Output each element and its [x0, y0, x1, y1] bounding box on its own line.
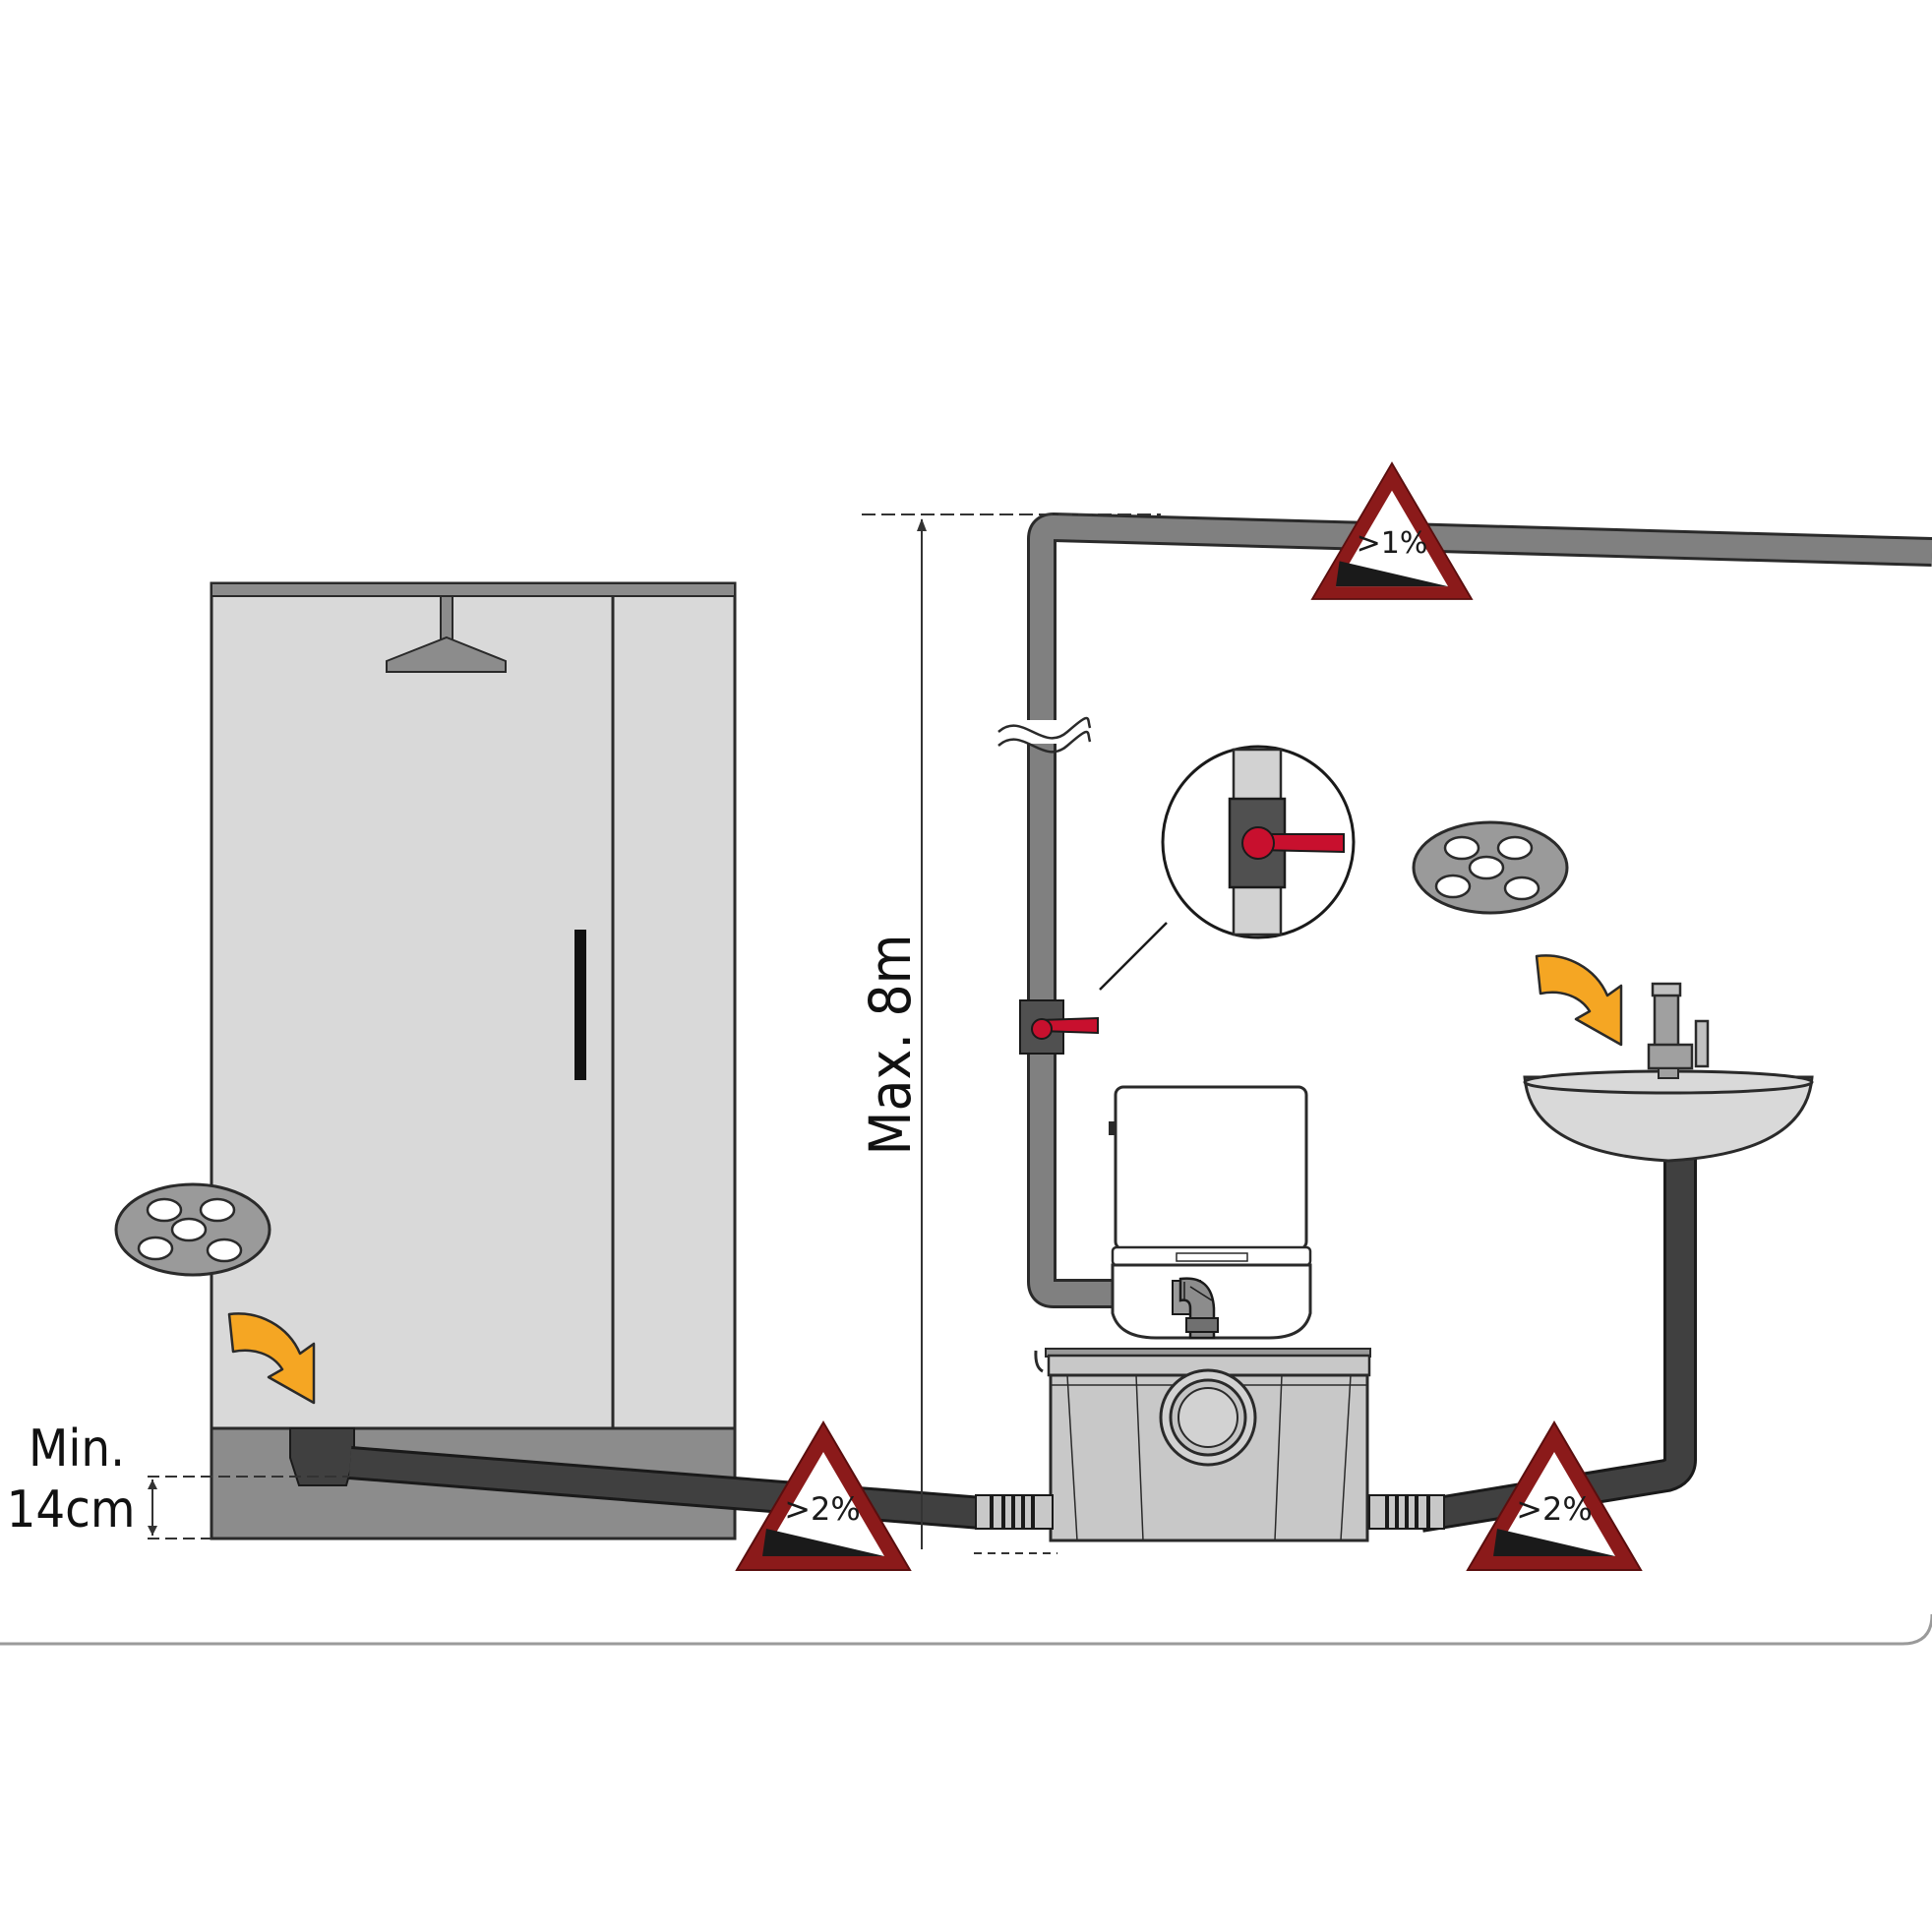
discharge-pipe — [997, 513, 1932, 1308]
left-inlet-coupling — [975, 1494, 1054, 1530]
slope-label-left: >2% — [784, 1490, 861, 1528]
macerator-pump-unit — [975, 1348, 1445, 1542]
curved-arrow-icon — [1535, 954, 1623, 1047]
shower-head — [386, 595, 507, 673]
right-inlet-coupling — [1368, 1494, 1445, 1530]
min-depth-label-line1: Min. — [29, 1419, 125, 1479]
wash-basin — [1523, 982, 1814, 1163]
drain-strainer-icon — [114, 1182, 272, 1277]
drain-strainer-icon — [1412, 820, 1569, 915]
toilet-outlet-elbow — [1172, 1277, 1219, 1340]
shower-door-handle — [574, 930, 586, 1080]
valve-callout-line — [1099, 922, 1168, 991]
ball-valve-icon — [1019, 999, 1099, 1055]
slope-label-top: >1% — [1357, 526, 1428, 561]
min-depth-label-line2: 14cm — [7, 1480, 136, 1540]
toilet — [1109, 1085, 1312, 1340]
shower-cabin — [210, 581, 737, 1540]
max-height-dimension — [862, 513, 1161, 1554]
faucet — [1647, 982, 1710, 1079]
floor-frame — [0, 1613, 1932, 1646]
shower-drain-trap — [289, 1427, 355, 1486]
valve-detail-callout — [1161, 745, 1356, 939]
max-height-label: Max. 8m — [857, 934, 924, 1155]
slope-warning-icon: >1% — [1311, 462, 1473, 600]
slope-label-right: >2% — [1516, 1490, 1593, 1528]
slope-warning-icon: >2% — [1467, 1421, 1642, 1571]
min-depth-dimension — [148, 1476, 354, 1540]
slope-warning-icon: >2% — [736, 1421, 911, 1571]
